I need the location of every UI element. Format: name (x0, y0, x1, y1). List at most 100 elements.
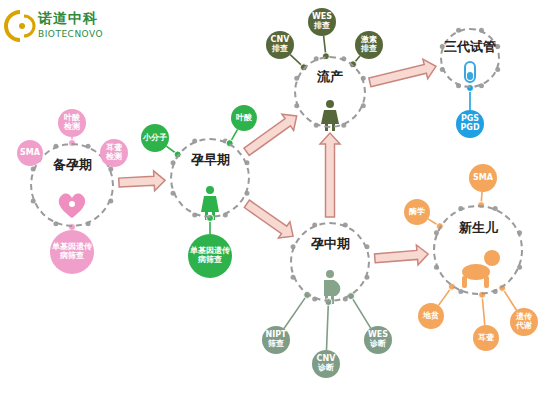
ring-dot (174, 151, 181, 158)
test-circle: 地贫 (418, 303, 444, 329)
test-circle: 激素 排查 (355, 31, 383, 59)
test-name: WES 排查 (308, 13, 336, 30)
ring-dot (467, 85, 474, 92)
stage-name: 三代试管 (444, 40, 496, 54)
ring-dot (314, 123, 319, 128)
heart-icon-dot (69, 201, 75, 207)
test-name: 遗传 代谢 (510, 313, 538, 330)
ring-dot (226, 140, 233, 147)
test-circle: WES 排查 (308, 8, 336, 36)
ring-dot (108, 199, 113, 204)
ring-dot (458, 289, 463, 294)
test-circle: 耳聋 检测 (100, 139, 128, 167)
stage-circle: 流产 (294, 56, 366, 128)
test-name: SMA (20, 149, 40, 158)
test-name: CNV 诊断 (312, 355, 340, 372)
ring-dot (436, 223, 443, 230)
ring-dot (493, 206, 498, 211)
ring-dot (361, 103, 366, 108)
ring-dot (495, 67, 500, 72)
ring-dot (343, 223, 348, 228)
stage-name: 备孕期 (53, 158, 92, 172)
ring-dot (361, 76, 366, 81)
flow-arrow (375, 245, 429, 265)
flow-arrow (320, 133, 340, 217)
ring-dot (223, 212, 228, 217)
test-tube-icon (465, 62, 475, 82)
ring-dot (86, 144, 91, 149)
test-name: 叶酸 (236, 114, 252, 123)
test-name: 耳聋 (478, 334, 494, 343)
ring-dot (343, 296, 348, 301)
flow-arrow (369, 59, 436, 87)
ring-dot (456, 83, 461, 88)
test-name: NIPT 筛查 (262, 331, 290, 348)
heart-icon (59, 194, 85, 218)
ring-dot (86, 221, 91, 226)
test-circle: 叶酸 (231, 105, 257, 131)
test-circle: 叶酸 检测 (58, 109, 86, 137)
test-circle: NIPT 筛查 (262, 326, 290, 354)
ring-dot (171, 191, 176, 196)
stage-circle: 新生儿 (433, 205, 523, 295)
ring-dot (479, 28, 484, 33)
connector-line (327, 302, 329, 350)
test-name: 单基因遗传 病筛查 (188, 247, 232, 264)
ring-dot (493, 289, 498, 294)
ring-dot (448, 283, 455, 290)
ring-dot (350, 61, 357, 68)
test-circle: CNV 诊断 (312, 350, 340, 378)
ring-dot (244, 191, 249, 196)
test-circle: 酶学 (404, 199, 430, 225)
test-name: 单基因遗传 病筛查 (50, 243, 94, 260)
ring-dot (294, 103, 299, 108)
test-name: 小分子 (143, 134, 167, 143)
test-name: SMA (473, 174, 493, 183)
test-name: WES 诊断 (364, 331, 392, 348)
connector-line (351, 296, 371, 328)
ring-dot (312, 296, 317, 301)
test-name: 耳聋 检测 (100, 144, 128, 161)
stage-circle: 孕中期 (290, 222, 370, 302)
logo-icon (6, 12, 34, 40)
baby-icon (462, 250, 500, 288)
ring-dot (291, 275, 296, 280)
test-circle: CNV 排查 (266, 31, 294, 59)
connector-line (482, 295, 485, 325)
ring-dot (341, 56, 346, 61)
test-circle: SMA (469, 164, 497, 192)
ring-dot (207, 215, 214, 222)
test-name: 地贫 (423, 312, 439, 321)
ring-dot (31, 199, 36, 204)
stage-name: 孕中期 (311, 237, 350, 251)
ring-dot (348, 293, 355, 300)
ring-dot (364, 275, 369, 280)
test-name: PGS PGD (456, 115, 484, 132)
ring-dot (517, 265, 522, 270)
test-circle: 遗传 代谢 (510, 308, 538, 336)
ring-dot (434, 265, 439, 270)
test-name: CNV 排查 (266, 36, 294, 53)
logo-subtitle: BIOTECNOVO (38, 29, 103, 39)
ring-dot (499, 284, 506, 291)
test-circle: 耳聋 (473, 325, 499, 351)
stage-circle: 三代试管 (440, 28, 500, 88)
logo-name: 诺道中科 (38, 10, 98, 28)
stage-name: 新生儿 (459, 221, 498, 235)
test-name: 酶学 (409, 208, 425, 217)
test-circle: PGS PGD (456, 110, 484, 138)
ring-dot (364, 244, 369, 249)
test-circle: 单基因遗传 病筛查 (50, 230, 94, 274)
stage-circle: 孕早期 (170, 138, 250, 218)
test-circle: 小分子 (141, 124, 169, 152)
test-name: 激素 排查 (355, 36, 383, 53)
stage-name: 孕早期 (191, 153, 230, 167)
ring-dot (53, 221, 58, 226)
ring-dot (108, 166, 113, 171)
ring-dot (479, 83, 484, 88)
flow-arrow (244, 200, 293, 238)
connector-line (284, 295, 307, 329)
ring-dot (341, 123, 346, 128)
test-circle: 单基因遗传 病筛查 (188, 234, 232, 278)
